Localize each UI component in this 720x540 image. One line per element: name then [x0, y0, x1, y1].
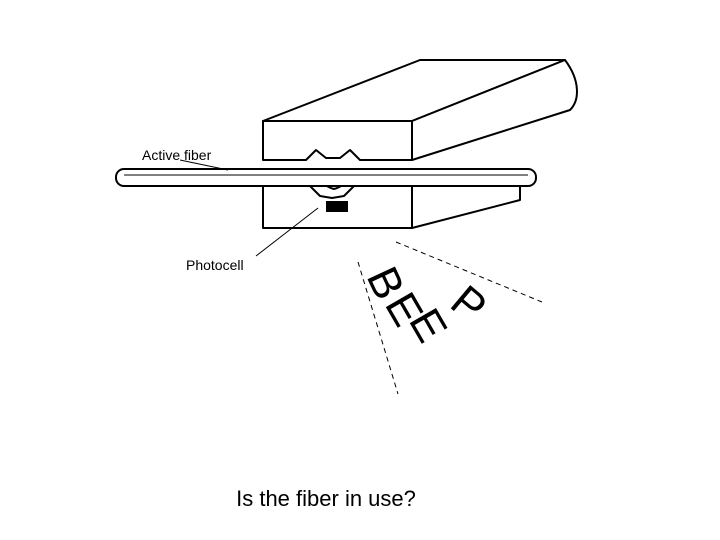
beep-text: B E E P: [357, 260, 496, 351]
photocell-sensor: [326, 201, 348, 212]
beep-sound-rays: [357, 241, 543, 395]
caption-question: Is the fiber in use?: [236, 486, 416, 511]
photocell-label: Photocell: [186, 257, 244, 273]
active-fiber-leader: [179, 159, 229, 171]
upper-clamp-block: [262, 59, 578, 161]
fiber-cable: [115, 168, 537, 187]
active-fiber-label: Active fiber: [142, 147, 212, 163]
photocell-leader: [255, 207, 319, 257]
